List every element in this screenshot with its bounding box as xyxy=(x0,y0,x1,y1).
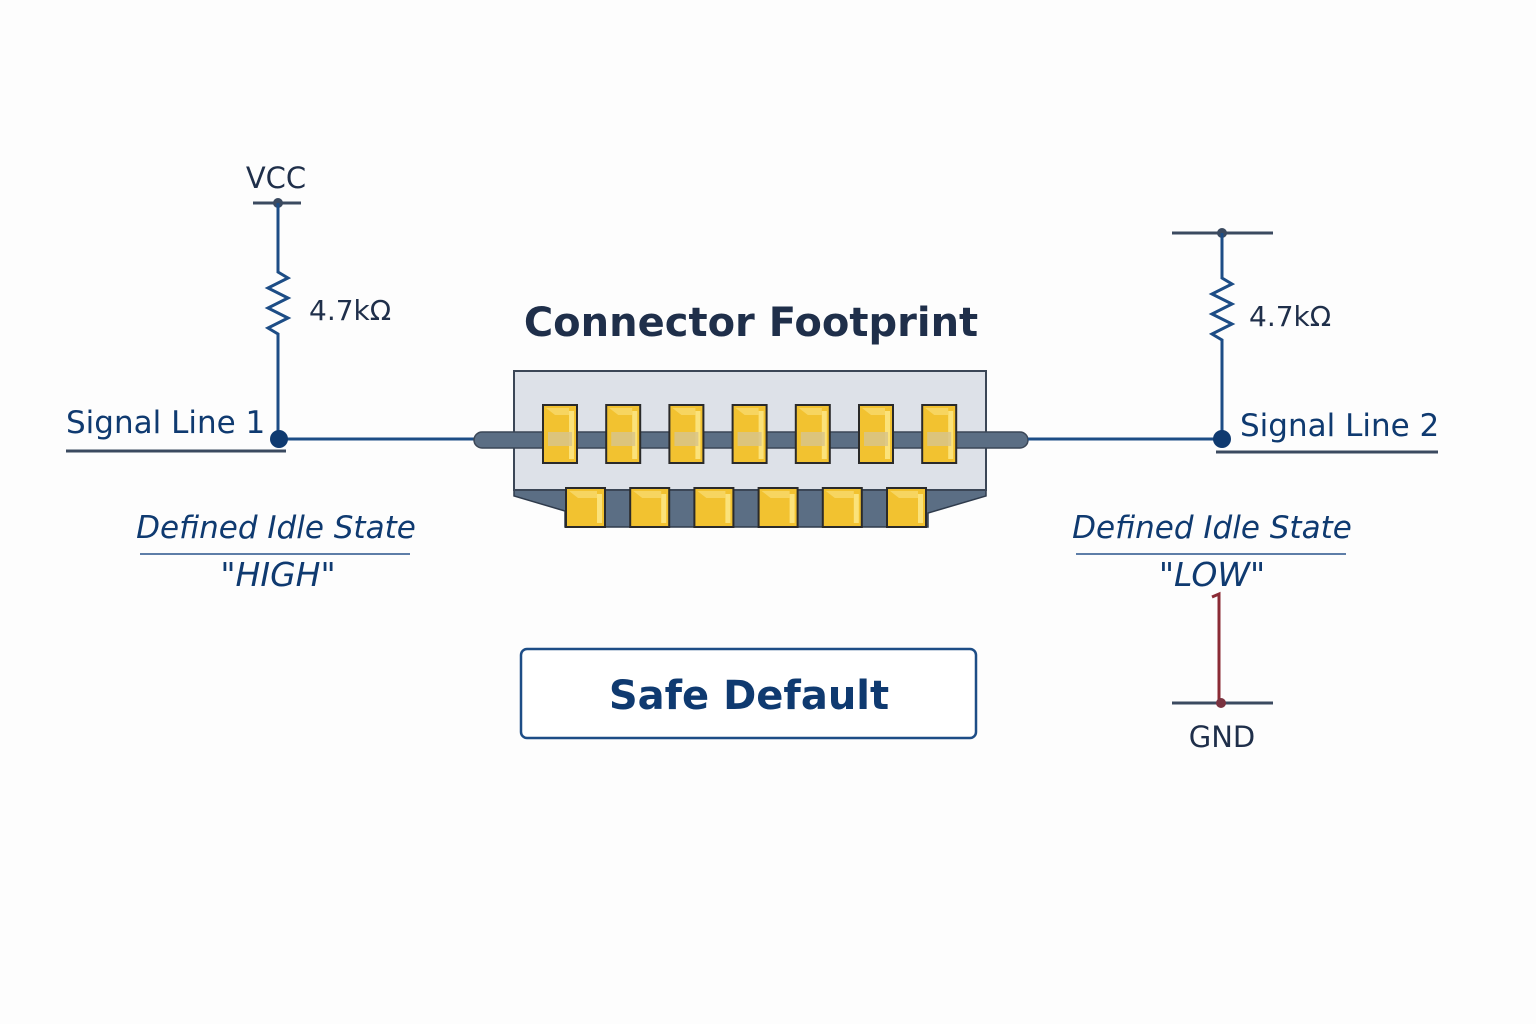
junction-right-node xyxy=(1213,430,1231,448)
gnd-node xyxy=(1216,698,1226,708)
gnd-label: GND xyxy=(1189,720,1256,754)
pin-bar-overlap xyxy=(864,432,888,446)
left-state-value: "HIGH" xyxy=(220,555,335,594)
connector-pin-bottom xyxy=(887,488,926,527)
resistor-left-icon xyxy=(268,203,288,438)
connector-pin-bottom xyxy=(823,488,862,527)
right-state-value: "LOW" xyxy=(1159,555,1265,594)
pin-bar-overlap xyxy=(548,432,572,446)
gnd-wire xyxy=(1212,594,1219,703)
pin-bar-overlap xyxy=(611,432,635,446)
right-state-caption: Defined Idle State xyxy=(1072,510,1352,546)
pin-bar-overlap xyxy=(738,432,762,446)
connector-footprint xyxy=(474,371,1028,527)
pin-bar-overlap xyxy=(801,432,825,446)
connector-pin-bottom xyxy=(694,488,733,527)
connector-pin-bottom xyxy=(566,488,605,527)
safe-default-label: Safe Default xyxy=(609,673,889,719)
signal-line-2-label: Signal Line 2 xyxy=(1240,408,1439,444)
pin-bar-overlap xyxy=(674,432,698,446)
signal-line-1-label: Signal Line 1 xyxy=(66,405,265,441)
resistor-right-value: 4.7kΩ xyxy=(1249,300,1331,333)
resistor-left-value: 4.7kΩ xyxy=(309,294,391,327)
connector-title: Connector Footprint xyxy=(524,300,978,346)
connector-pin-bottom xyxy=(630,488,669,527)
pin-bar-overlap xyxy=(927,432,951,446)
resistor-right-icon xyxy=(1212,233,1232,439)
left-state-caption: Defined Idle State xyxy=(136,510,416,546)
junction-left-node xyxy=(270,430,288,448)
vcc-label: VCC xyxy=(246,161,306,195)
connector-pin-bottom xyxy=(759,488,798,527)
